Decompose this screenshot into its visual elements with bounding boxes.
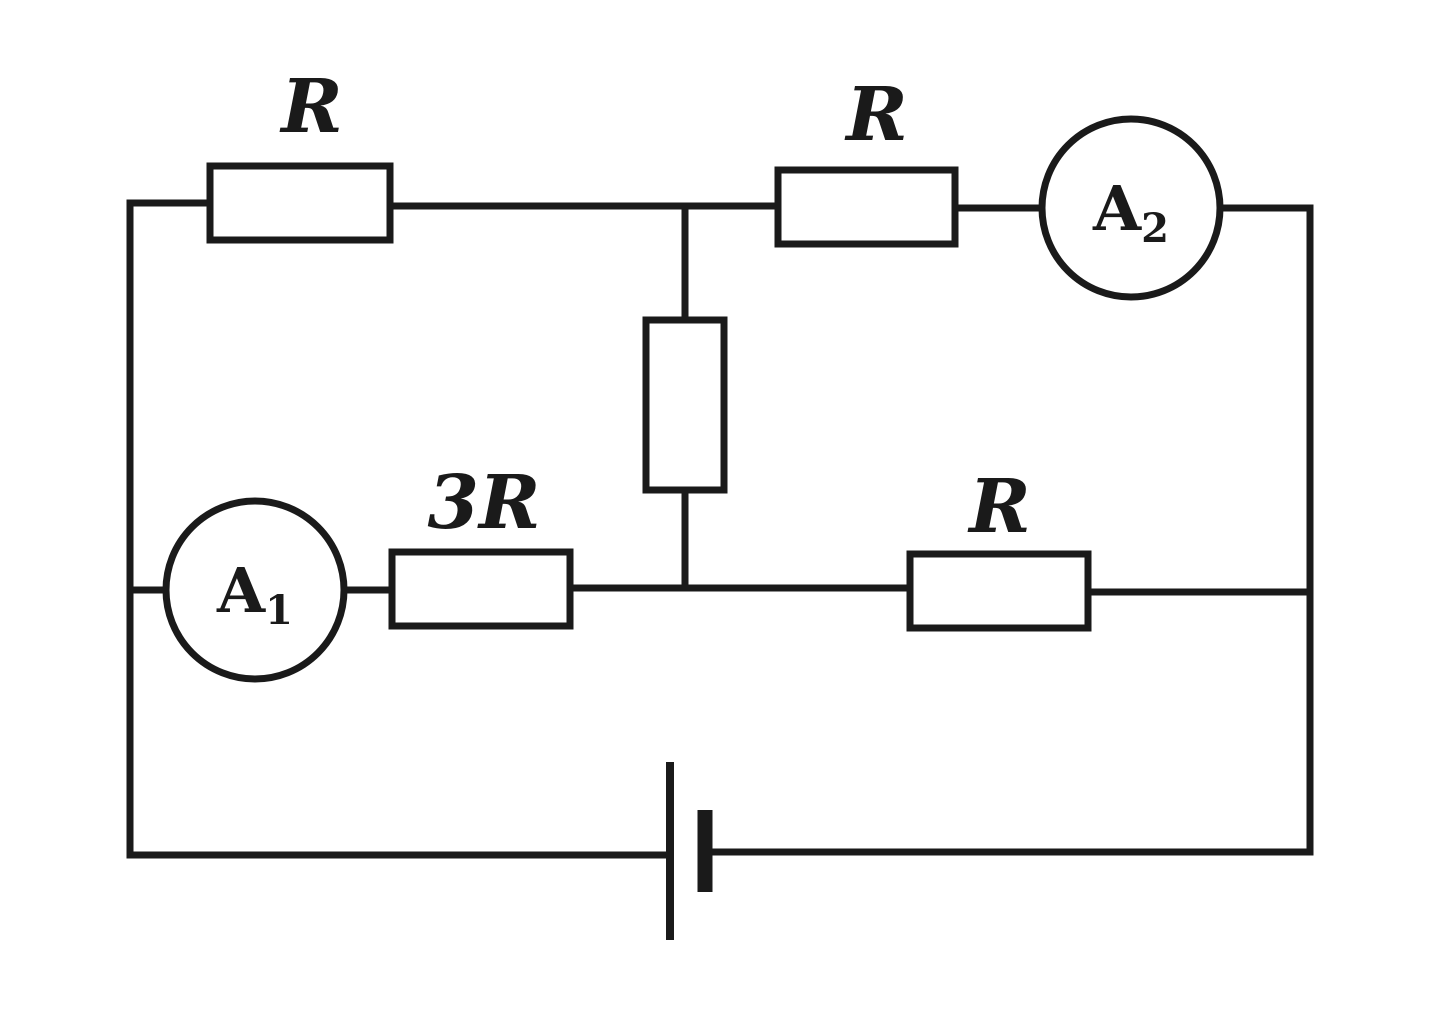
ammeter-a2-index: 2	[1141, 205, 1169, 252]
wire-left-top	[126, 199, 671, 859]
svg-text:A1: A1	[216, 554, 293, 634]
ammeter-a2-circle	[1038, 115, 1224, 301]
label-resistor-bottom-left: 3R	[428, 460, 541, 546]
resistor-middle-vertical	[642, 316, 728, 494]
svg-text:A2: A2	[1092, 172, 1169, 252]
wire-right-bottom	[704, 204, 1314, 856]
resistor-top-right	[774, 166, 959, 248]
resistor-bottom-left	[388, 548, 574, 630]
label-resistor-top-left: R	[279, 64, 343, 150]
ammeter-a1-circle	[162, 497, 348, 683]
resistor-top-left	[206, 162, 394, 244]
label-resistor-bottom-right: R	[967, 464, 1031, 550]
ammeter-a2-letter: A	[1092, 172, 1142, 245]
battery	[666, 762, 713, 940]
label-resistor-top-right: R	[844, 72, 908, 158]
wires	[126, 199, 1314, 859]
resistor-bottom-right	[906, 550, 1092, 632]
ammeter-a1-letter: A	[216, 554, 266, 627]
ammeter-a1-index: 1	[265, 587, 293, 634]
ammeter-a2: A2	[1038, 115, 1224, 301]
ammeter-a1: A1	[162, 497, 348, 683]
